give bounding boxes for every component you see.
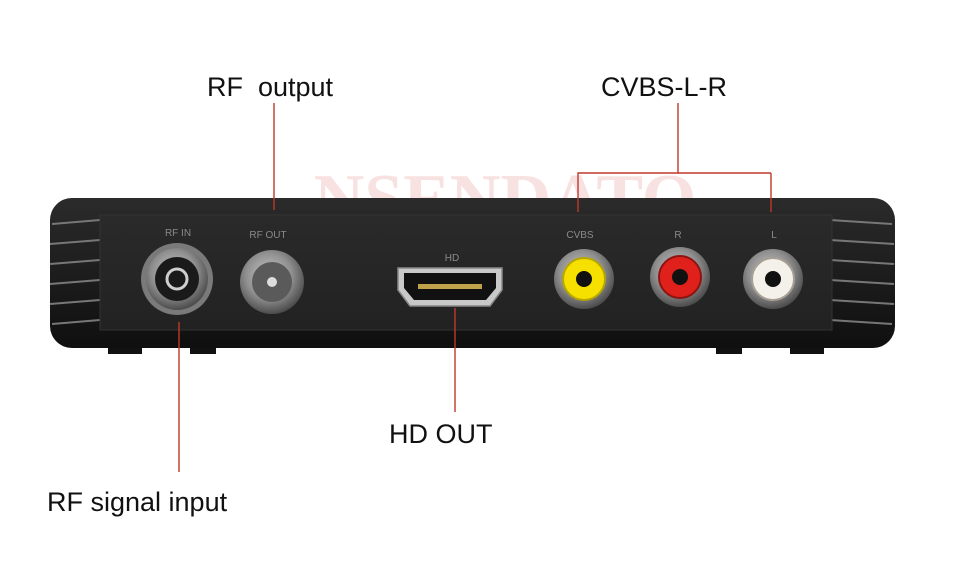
rf-signal-input-callout: RF signal input bbox=[47, 487, 228, 517]
device-foot bbox=[108, 344, 142, 354]
leader-lines bbox=[178, 103, 772, 472]
l-jack bbox=[743, 249, 803, 309]
cvbs-jack bbox=[554, 249, 614, 309]
device-foot bbox=[190, 344, 216, 354]
rf-out-port bbox=[240, 250, 304, 314]
cvbs-leader bbox=[577, 103, 679, 212]
right-vent-grille bbox=[829, 219, 895, 325]
rf-in-label: RF IN bbox=[165, 228, 191, 239]
rf-in-port bbox=[141, 243, 213, 315]
left-vent-grille bbox=[49, 219, 101, 325]
r-label: R bbox=[674, 230, 681, 241]
hd-out-callout: HD OUT bbox=[389, 419, 493, 449]
device-foot bbox=[790, 344, 824, 354]
rf-out-label: RF OUT bbox=[249, 230, 286, 241]
l-label: L bbox=[771, 230, 777, 241]
hdmi-port bbox=[397, 267, 503, 307]
r-jack bbox=[650, 247, 710, 307]
cvbs-label: CVBS bbox=[566, 230, 594, 241]
rf-output-callout: RF output bbox=[207, 72, 334, 102]
cvbs-l-r-callout: CVBS-L-R bbox=[601, 72, 728, 102]
hd-label: HD bbox=[445, 253, 459, 264]
device-foot bbox=[716, 344, 742, 354]
